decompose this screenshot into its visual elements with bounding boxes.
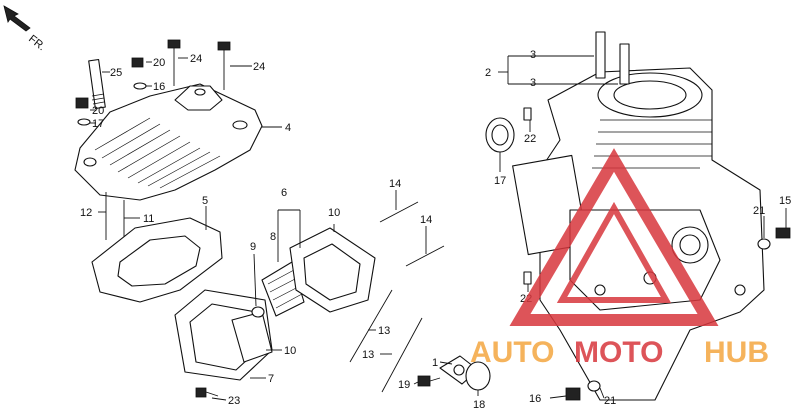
- bolt-23: [195, 387, 219, 398]
- watermark-word-auto: AUTO: [470, 336, 554, 369]
- callout-3-lower: 3: [530, 77, 536, 89]
- washer-21-bottom: [587, 380, 601, 392]
- head-gasket: [91, 217, 223, 303]
- breather-case: [289, 227, 376, 313]
- front-direction-arrow-icon: [3, 5, 31, 32]
- bolt-13-a: [349, 289, 393, 363]
- guide-pin-lower: [619, 43, 630, 85]
- stud-14-lower: [405, 245, 445, 267]
- callout-21-bottom: 21: [604, 395, 616, 407]
- callout-11: 11: [143, 213, 154, 225]
- callout-15-bottom: 16: [529, 393, 541, 405]
- callout-6: 6: [281, 187, 287, 199]
- callout-14-upper: 14: [389, 178, 401, 190]
- watermark-word-moto: MOTO: [574, 336, 663, 369]
- callout-10-upper: 10: [328, 207, 340, 219]
- callout-3-upper: 3: [530, 49, 536, 61]
- callout-5: 5: [202, 195, 208, 207]
- callout-14-lower: 14: [420, 214, 432, 226]
- watermark-logo: AUTO MOTO HUB: [470, 148, 769, 369]
- cylinder-head: [74, 83, 263, 201]
- callout-7: 7: [268, 373, 274, 385]
- callout-24-a: 24: [190, 53, 202, 65]
- callout-20-upper: 20: [153, 57, 165, 69]
- drain-bolt-15-right: [775, 227, 791, 239]
- callout-13-b: 13: [362, 349, 374, 361]
- callout-10-lower: 10: [284, 345, 296, 357]
- callout-21-right: 21: [753, 205, 765, 217]
- callout-13-a: 13: [378, 325, 390, 337]
- bolt-13-b: [381, 317, 423, 393]
- washer-16-upper: [133, 82, 147, 90]
- callout-4: 4: [285, 122, 291, 134]
- callout-labels: 25 20 16 24 24 20 17 4 12 11 5 6 8 9 10 …: [80, 49, 791, 411]
- oil-seal: [485, 117, 515, 153]
- callout-1: 1: [432, 357, 438, 369]
- collar-9: [251, 306, 265, 318]
- breather-gasket: [231, 311, 273, 363]
- stud-14-upper: [379, 201, 419, 223]
- callout-24-b: 24: [253, 61, 265, 73]
- nut-20-upper: [131, 57, 144, 68]
- washer-16-lower: [77, 118, 91, 126]
- watermark-triangle-icon: [509, 148, 719, 326]
- callout-25: 25: [110, 67, 122, 79]
- guide-pin-upper: [595, 31, 606, 79]
- callout-17: 17: [494, 175, 506, 187]
- nut-20-lower: [75, 97, 89, 109]
- drain-bolt-15-bottom: [565, 387, 581, 401]
- watermark-word-hub: HUB: [704, 336, 769, 369]
- bolt-24-a: [167, 39, 181, 86]
- callout-8: 8: [270, 231, 276, 243]
- direction-label: FR.: [26, 33, 47, 53]
- bolt-19: [417, 375, 441, 387]
- callout-12: 12: [80, 207, 92, 219]
- callout-16-lower: 17: [92, 118, 104, 130]
- callout-20-lower: 20: [92, 105, 104, 117]
- callout-16-upper: 16: [153, 81, 165, 93]
- leader-lines: [90, 55, 787, 401]
- washer-21-right: [757, 238, 771, 250]
- dowel-pin-lower: [523, 271, 532, 285]
- dowel-pin-upper: [523, 107, 532, 121]
- callout-15-right: 15: [779, 195, 791, 207]
- callout-18: 18: [473, 399, 485, 411]
- spark-plug: [88, 58, 106, 110]
- callout-23: 23: [228, 395, 240, 407]
- callout-9: 9: [250, 241, 256, 253]
- bolt-24-b: [217, 41, 231, 90]
- callout-2: 2: [485, 67, 491, 79]
- callout-19: 19: [398, 379, 410, 391]
- callout-22-upper: 22: [524, 133, 536, 145]
